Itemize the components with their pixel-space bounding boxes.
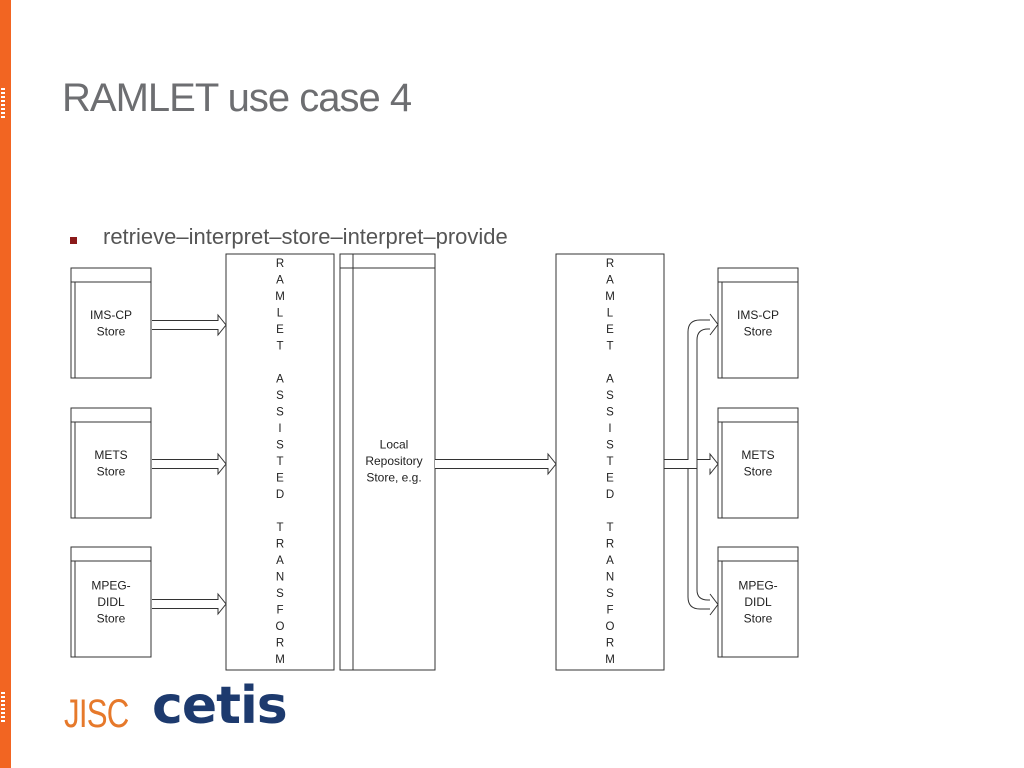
arrowhead-target-1 [709, 313, 719, 336]
accent-dots-bottom [0, 692, 6, 724]
arrowhead-target-2 [697, 452, 719, 476]
bullet-text: retrieve–interpret–store–interpret–provi… [103, 224, 508, 249]
arrowhead-target-3 [709, 593, 719, 616]
fan-branch-1-outer [664, 319, 710, 460]
transform-box-1 [225, 253, 335, 671]
arrow-source-1 [152, 313, 227, 337]
accent-bar [0, 0, 11, 768]
fan-branch-3-outer [664, 468, 710, 610]
arrow-source-2 [152, 452, 227, 476]
target-store-3-box [717, 546, 799, 658]
fan-branch-3-inner [696, 468, 710, 601]
jisc-logo-text: JISC [64, 692, 129, 736]
repository-box [339, 253, 436, 671]
target-store-1-box [717, 267, 799, 379]
source-store-2-box [70, 407, 152, 519]
fan-branch-1-inner [664, 328, 710, 469]
arrow-source-3 [152, 592, 227, 616]
accent-dots-top [0, 88, 6, 120]
arrow-repository [435, 452, 557, 476]
source-store-3-box [70, 546, 152, 658]
bullet-marker [70, 237, 77, 244]
cetis-logo-text: cetis [152, 676, 288, 736]
slide-title: RAMLET use case 4 [62, 76, 412, 120]
target-store-2-box [717, 407, 799, 519]
transform-box-2 [555, 253, 665, 671]
source-store-1-box [70, 267, 152, 379]
